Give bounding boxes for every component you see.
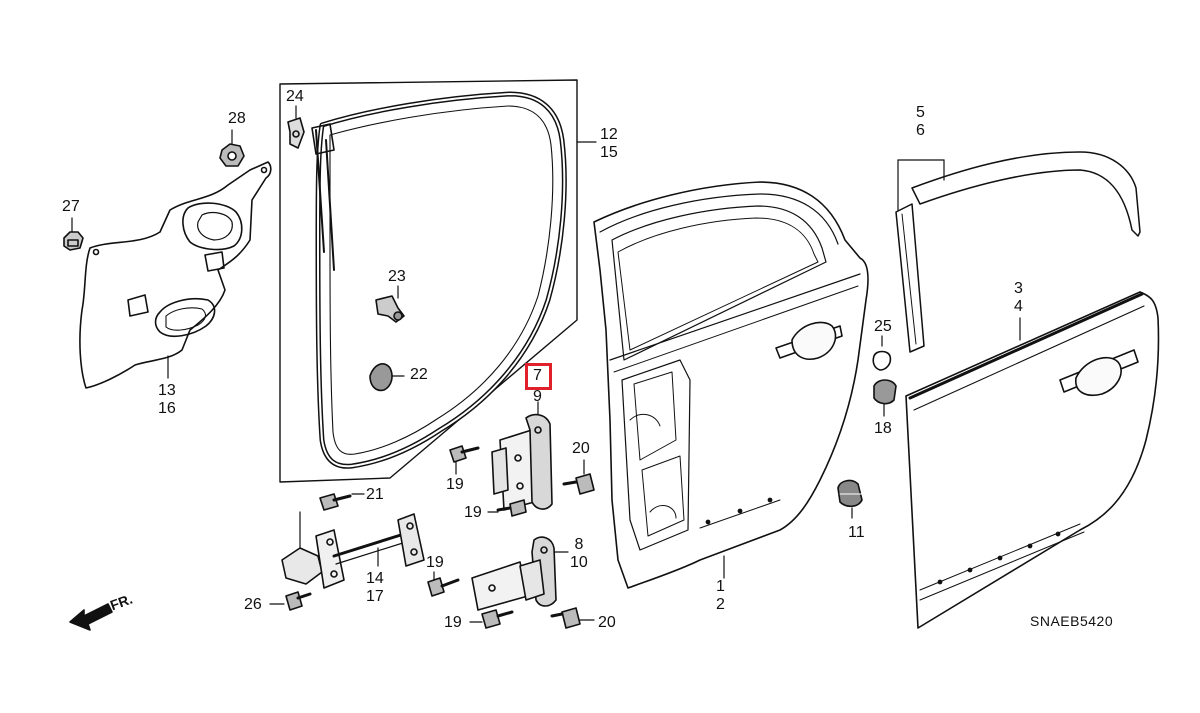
callout-5: 5: [916, 104, 925, 121]
callout-8-10: 8 10: [570, 536, 588, 572]
callout-13: 13: [158, 382, 176, 399]
callout-2: 2: [716, 596, 725, 613]
grommet-11-part: [837, 479, 863, 519]
bolt-26-part: [269, 591, 312, 611]
water-shield-part: [79, 161, 272, 389]
callout-10: 10: [570, 554, 588, 571]
callout-19-a: 19: [446, 476, 464, 493]
callout-16: 16: [158, 400, 176, 417]
callout-19-c: 19: [426, 554, 444, 571]
highlight-box-part-7: [525, 363, 552, 390]
clip-18-part: [873, 379, 897, 417]
clip-23-part: [375, 285, 405, 323]
lower-hinge-part: [471, 536, 569, 611]
callout-14-17: 14 17: [366, 570, 384, 606]
bolt-20-b: [550, 607, 595, 629]
callout-6: 6: [916, 122, 925, 139]
door-molding-part: [895, 151, 1141, 353]
callout-28: 28: [228, 110, 246, 127]
callout-20-a: 20: [572, 440, 590, 457]
door-weatherstrip-part: [311, 91, 567, 469]
bolt-21-part: [319, 493, 365, 511]
callout-19-d: 19: [444, 614, 462, 631]
bolt-19-d: [469, 609, 514, 629]
bolt-20-a: [562, 459, 595, 495]
callout-3: 3: [1014, 280, 1023, 297]
cap-25-part: [872, 335, 892, 371]
door-outer-skin-part: [905, 291, 1160, 629]
callout-13-16: 13 16: [158, 382, 176, 418]
door-checker-part: [281, 511, 425, 589]
callout-8: 8: [574, 536, 584, 553]
callout-22: 22: [410, 366, 428, 383]
door-shell-part: [593, 181, 869, 589]
diagram-code: SNAEB5420: [1030, 613, 1114, 629]
callout-11: 11: [848, 524, 865, 541]
callout-23: 23: [388, 268, 406, 285]
callout-15: 15: [600, 144, 618, 161]
bolt-19-c: [427, 571, 460, 597]
callout-26: 26: [244, 596, 262, 613]
callout-12-15: 12 15: [600, 126, 618, 162]
callout-25: 25: [874, 318, 892, 335]
callout-27: 27: [62, 198, 80, 215]
nut-27-part: [63, 217, 84, 251]
callout-1: 1: [716, 578, 725, 595]
callout-5-6: 5 6: [916, 104, 925, 140]
callout-4: 4: [1014, 298, 1023, 315]
nut-28-part: [219, 129, 245, 167]
callout-1-2: 1 2: [716, 578, 725, 614]
callout-7: 7: [533, 367, 542, 384]
callout-3-4: 3 4: [1014, 280, 1023, 316]
upper-hinge-part: [491, 401, 553, 511]
callout-20-b: 20: [598, 614, 616, 631]
bolt-19-a: [449, 445, 480, 475]
callout-18: 18: [874, 420, 892, 437]
callout-21: 21: [366, 486, 384, 503]
front-direction-arrow-icon: [69, 603, 113, 631]
bolt-19-b: [487, 499, 527, 517]
callout-14: 14: [366, 570, 384, 587]
callout-17: 17: [366, 588, 384, 605]
callout-19-b: 19: [464, 504, 482, 521]
clip-22-part: [369, 363, 405, 392]
callout-24: 24: [286, 88, 304, 105]
callout-12: 12: [600, 126, 618, 143]
callout-9: 9: [533, 388, 542, 405]
clip-24-part: [287, 105, 305, 149]
